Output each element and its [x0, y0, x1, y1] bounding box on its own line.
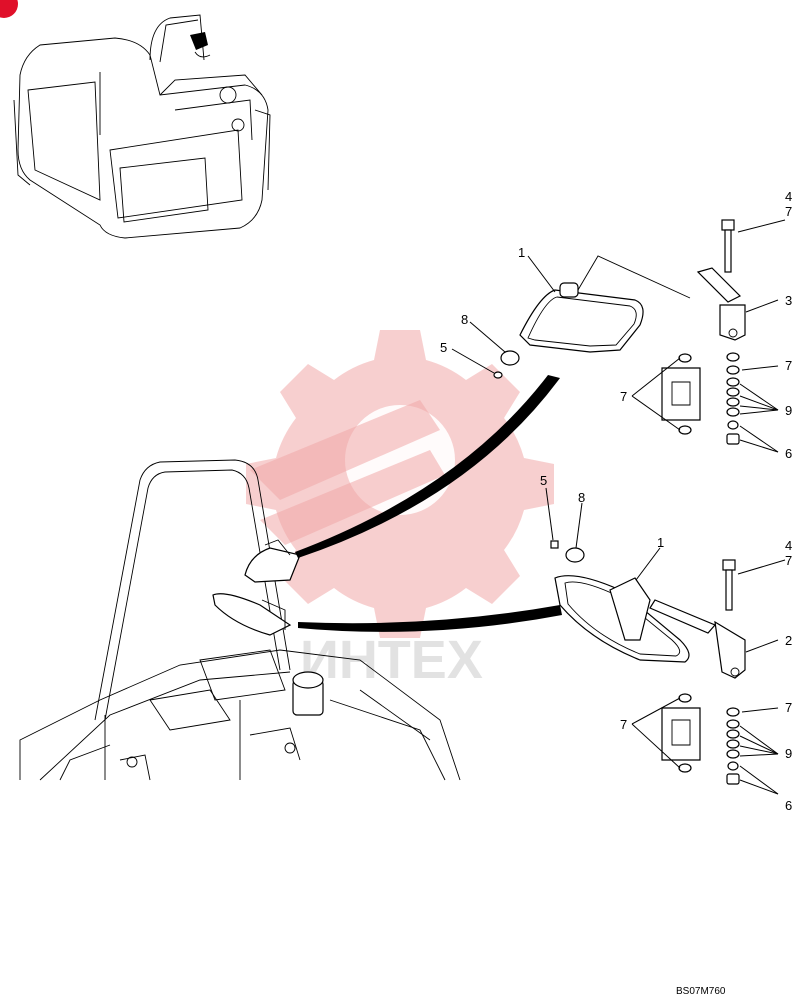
- callout-upper-4: 4: [785, 189, 792, 204]
- callout-lower-4: 4: [785, 538, 792, 553]
- callout-lower-6: 6: [785, 798, 792, 813]
- drawing-code: BS07M760: [676, 986, 726, 997]
- callout-upper-6: 6: [785, 446, 792, 461]
- callout-upper-3: 3: [785, 293, 792, 308]
- callout-lower-5: 5: [540, 473, 547, 488]
- leader-lines: [451, 219, 786, 795]
- callout-upper-9: 9: [785, 403, 792, 418]
- upper-leader-curve: [295, 375, 560, 558]
- machine-body-drawing: [19, 459, 461, 781]
- callout-lower-2: 2: [785, 633, 792, 648]
- callout-labels: 1 8 5 4 7 3 7 7 9 6 5 8 1 4 7 2 7 7 9 6: [440, 189, 792, 813]
- callout-lower-7-left: 7: [620, 717, 627, 732]
- callout-upper-7-right: 7: [785, 358, 792, 373]
- callout-lower-7-right: 7: [785, 700, 792, 715]
- callout-lower-7-bolt: 7: [785, 553, 792, 568]
- callout-upper-1: 1: [518, 245, 525, 260]
- callout-lower-8: 8: [578, 490, 585, 505]
- corner-marker: [0, 0, 18, 18]
- callout-upper-7-bolt: 7: [785, 204, 792, 219]
- lower-leader-curve: [298, 605, 562, 632]
- callout-lower-1: 1: [657, 535, 664, 550]
- machine-overview-drawing: [13, 14, 271, 239]
- callout-upper-7-left: 7: [620, 389, 627, 404]
- lower-mirror-assembly: [550, 540, 746, 785]
- watermark-text: ИНТЕХ: [300, 630, 483, 690]
- watermark-logo: ИНТЕХ: [246, 330, 554, 690]
- callout-upper-5: 5: [440, 340, 447, 355]
- callout-upper-8: 8: [461, 312, 468, 327]
- upper-mirror-assembly: [493, 219, 746, 445]
- callout-lower-9: 9: [785, 746, 792, 761]
